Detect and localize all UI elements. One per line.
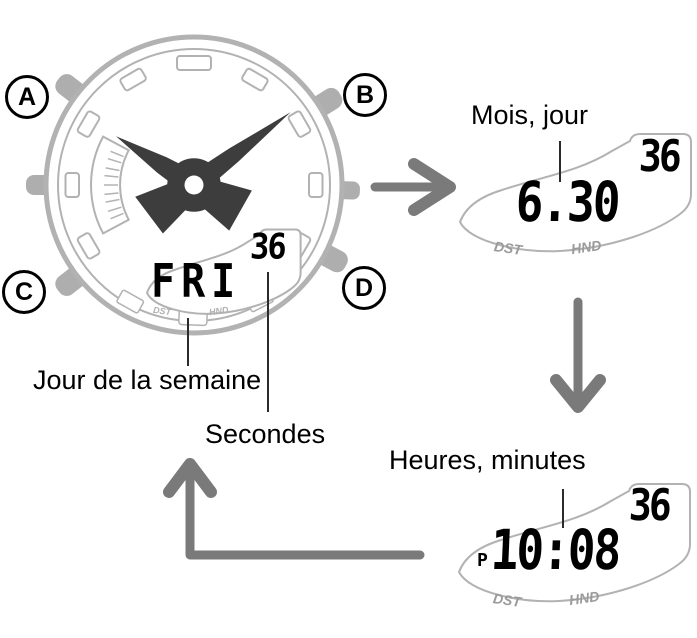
time-pm-indicator: P xyxy=(477,550,488,571)
center-hub-dot xyxy=(184,175,204,195)
callout-month-day: Mois, jour xyxy=(471,100,589,130)
watch-illustration xyxy=(26,34,360,336)
arrow-right-icon xyxy=(370,158,456,216)
month-day-hnd-label: HND xyxy=(570,236,603,258)
button-letter: C xyxy=(14,277,34,306)
time-value: 10:08 xyxy=(489,517,621,582)
button-letter: A xyxy=(17,82,37,111)
month-day-seconds: 36 xyxy=(637,130,680,182)
button-letter: D xyxy=(354,273,374,302)
time-hnd-label: HND xyxy=(568,587,601,609)
minute-hand xyxy=(135,112,291,234)
time-dst-label: DST xyxy=(492,590,522,610)
month-day-value: 6.30 xyxy=(514,169,620,234)
button-label-a: A xyxy=(5,75,49,119)
callout-day-of-week: Jour de la semaine xyxy=(33,365,262,395)
arrow-return-icon xyxy=(163,458,425,560)
watch-lcd-weekday: FRI xyxy=(151,255,242,309)
hour-hand xyxy=(115,136,252,231)
callout-seconds: Secondes xyxy=(205,419,326,449)
time-seconds: 36 xyxy=(627,479,670,531)
button-letter: B xyxy=(355,80,375,109)
callout-hours-minutes: Heures, minutes xyxy=(389,445,586,475)
watch-lcd-seconds: 36 xyxy=(249,225,286,268)
hour-markers xyxy=(64,55,324,260)
month-day-dst-label: DST xyxy=(493,238,523,258)
button-label-c: C xyxy=(2,270,46,314)
button-label-b: B xyxy=(343,73,387,117)
arrow-down-icon xyxy=(550,297,606,413)
button-label-d: D xyxy=(342,266,386,310)
retrograde-subdial xyxy=(90,135,131,235)
